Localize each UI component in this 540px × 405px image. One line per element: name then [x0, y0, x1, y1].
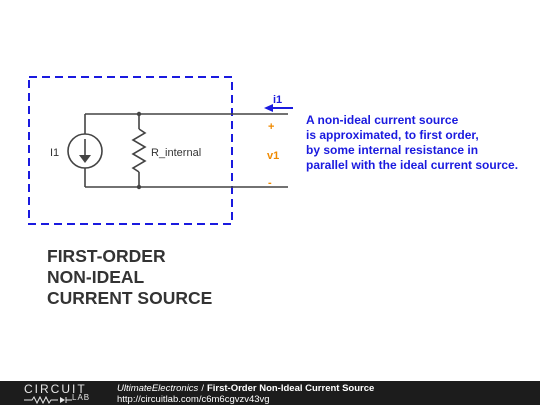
footer-bar: CIRCUIT LAB UltimateElectronics/First-Or… [0, 381, 540, 405]
circuit-url-link[interactable]: http://circuitlab.com/c6m6cgvzv43vg [117, 394, 270, 405]
breadcrumb-separator: / [201, 383, 204, 394]
current-source-label: I1 [50, 147, 59, 159]
logo-wave-icon [24, 395, 72, 405]
note-line: parallel with the ideal current source. [306, 158, 519, 172]
document-title: First-Order Non-Ideal Current Source [206, 383, 375, 394]
footer-info: UltimateElectronics/First-Order Non-Idea… [117, 383, 374, 405]
circuit-diagram: I1 R_internal i1 + v1 - [28, 76, 293, 225]
voltage-label: v1 [267, 150, 279, 162]
diagram-title: FIRST-ORDER NON-IDEAL CURRENT SOURCE [47, 246, 212, 309]
current-source-symbol [67, 133, 103, 169]
author-link[interactable]: UltimateElectronics [117, 383, 199, 394]
note-line: A non-ideal current source [306, 113, 459, 127]
logo-circuit-text: CIRCUIT [24, 382, 87, 396]
subcircuit-boundary [28, 76, 233, 225]
voltage-plus-label: + [268, 121, 274, 133]
title-line: CURRENT SOURCE [47, 288, 213, 308]
description-note: A non-ideal current source is approximat… [306, 113, 536, 173]
current-label: i1 [273, 94, 282, 106]
current-arrow-icon [264, 104, 293, 112]
note-line: by some internal resistance in [306, 143, 479, 157]
title-line: FIRST-ORDER [47, 246, 166, 266]
voltage-minus-label: - [268, 177, 272, 189]
junction-dot-top [136, 111, 142, 117]
resistor-symbol [131, 128, 147, 173]
wires [84, 113, 288, 188]
logo-lab-text: LAB [72, 393, 91, 402]
junction-dot-bottom [136, 184, 142, 190]
circuitlab-logo[interactable]: CIRCUIT LAB [24, 382, 96, 405]
resistor-label: R_internal [151, 147, 201, 159]
note-line: is approximated, to first order, [306, 128, 479, 142]
title-line: NON-IDEAL [47, 267, 145, 287]
